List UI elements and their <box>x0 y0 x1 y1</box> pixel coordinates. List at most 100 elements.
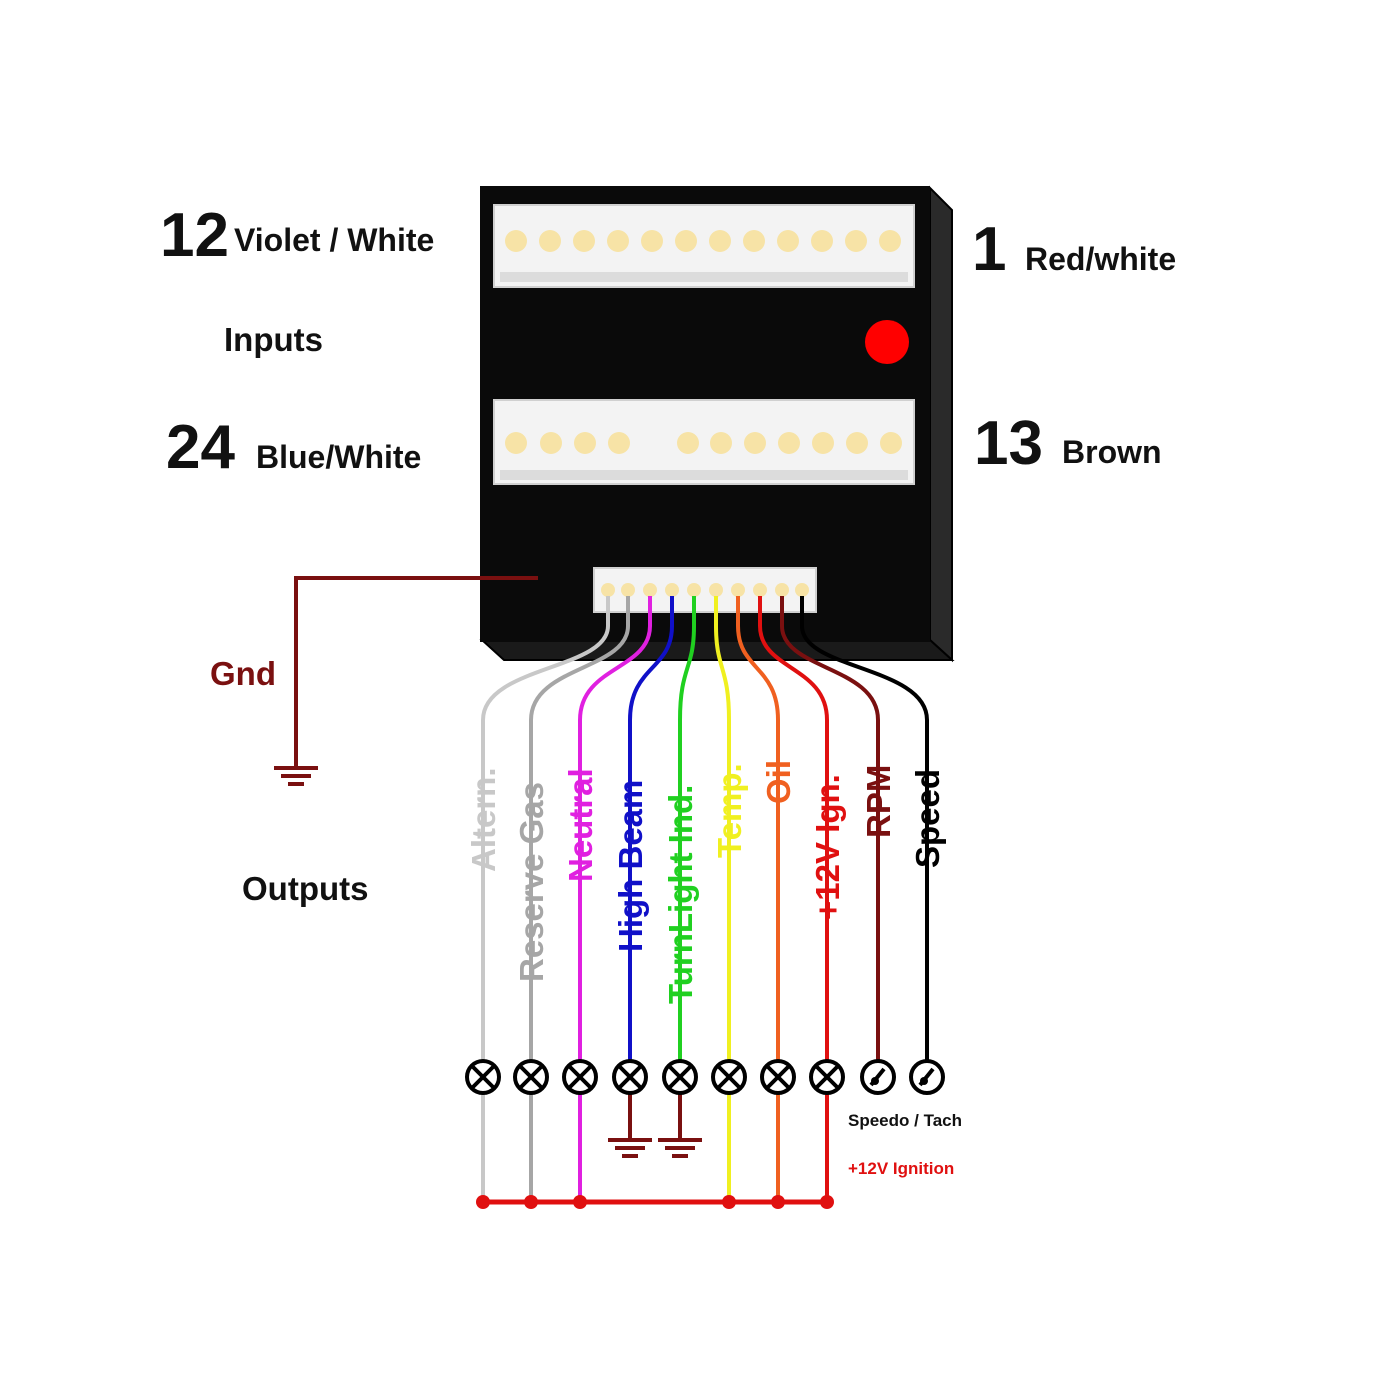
connector-pin <box>641 230 663 252</box>
output-pin <box>643 583 657 597</box>
gauge-terminal-icon <box>860 1059 896 1095</box>
output-wire <box>758 596 829 1063</box>
pin-13-number: 13 <box>974 409 1043 478</box>
connector-pin <box>743 230 765 252</box>
output-label: Oil <box>760 760 797 804</box>
connector-pin <box>505 432 527 454</box>
output-label: TurnLight Ind. <box>662 785 699 1004</box>
connector-pin <box>846 432 868 454</box>
output-terminals <box>465 1059 945 1095</box>
gnd-label: Gnd <box>210 655 276 692</box>
connector-pin <box>777 230 799 252</box>
output-connector-pins <box>601 583 809 597</box>
bus-junction <box>573 1195 587 1209</box>
output-pin <box>731 583 745 597</box>
bus-junction <box>722 1195 736 1209</box>
bus-junction <box>524 1195 538 1209</box>
output-label: Temp. <box>711 763 748 858</box>
ground-symbol-main <box>274 766 318 786</box>
lamp-terminal-icon <box>809 1059 845 1095</box>
output-pin <box>795 583 809 597</box>
output-label: +12V Ign. <box>809 774 846 920</box>
ignition-note: +12V Ignition <box>848 1159 954 1178</box>
bus-junction <box>771 1195 785 1209</box>
connector-pin <box>811 230 833 252</box>
pin-12-number: 12 <box>160 201 229 270</box>
pin-1-color: Red/white <box>1025 241 1176 277</box>
ground-wire <box>294 576 538 766</box>
control-module <box>479 185 955 663</box>
output-label: Speed <box>909 769 946 868</box>
output-wire <box>578 596 652 1063</box>
connector-pin <box>710 432 732 454</box>
pin-12-color: Violet / White <box>234 222 434 258</box>
connector-pin <box>880 432 902 454</box>
pin-1-number: 1 <box>972 215 1006 284</box>
lamp-terminal-icon <box>513 1059 549 1095</box>
outputs-label: Outputs <box>242 870 368 907</box>
bottom-connector-lip <box>500 470 908 480</box>
connector-pin <box>608 432 630 454</box>
connector-pin <box>744 432 766 454</box>
connector-pin <box>709 230 731 252</box>
top-connector-lip <box>500 272 908 282</box>
connector-pin <box>845 230 867 252</box>
output-wire <box>714 596 731 1063</box>
connector-pin <box>573 230 595 252</box>
output-pin <box>753 583 767 597</box>
connector-pin <box>574 432 596 454</box>
module-side-face <box>929 185 953 663</box>
pin-24-number: 24 <box>166 413 235 482</box>
inputs-label: Inputs <box>224 321 323 358</box>
output-wire <box>800 596 929 1063</box>
lamp-terminal-icon <box>760 1059 796 1095</box>
pin-13-color: Brown <box>1062 434 1162 470</box>
output-wire <box>678 596 696 1063</box>
lamp-terminal-icon <box>612 1059 648 1095</box>
speedo-tach-note: Speedo / Tach <box>848 1111 962 1130</box>
lamp-terminal-icon <box>711 1059 747 1095</box>
connector-pin <box>675 230 697 252</box>
connector-pin <box>539 230 561 252</box>
ignition-bus <box>476 1093 834 1209</box>
output-label: RPM <box>860 765 897 838</box>
lamp-terminal-icon <box>465 1059 501 1095</box>
bus-junction <box>820 1195 834 1209</box>
bottom-connector-pins <box>505 432 902 454</box>
pin-24-color: Blue/White <box>256 439 421 475</box>
connector-pin <box>778 432 800 454</box>
output-label: Neutral <box>562 768 599 882</box>
status-led <box>865 320 909 364</box>
output-pin <box>621 583 635 597</box>
bus-junction <box>476 1195 490 1209</box>
output-wire <box>736 596 780 1063</box>
gauge-terminal-icon <box>909 1059 945 1095</box>
connector-pin <box>677 432 699 454</box>
output-pin <box>601 583 615 597</box>
ground-icon <box>658 1138 702 1158</box>
ground-icon <box>608 1138 652 1158</box>
output-pin <box>665 583 679 597</box>
lamp-terminal-icon <box>562 1059 598 1095</box>
ground-icon <box>274 766 318 786</box>
output-pin <box>775 583 789 597</box>
connector-pin <box>505 230 527 252</box>
connector-pin <box>540 432 562 454</box>
output-pin <box>687 583 701 597</box>
terminal-grounds <box>608 1093 702 1158</box>
output-pin <box>709 583 723 597</box>
output-wire <box>780 596 880 1063</box>
output-label: Reserve Gas <box>513 782 550 982</box>
ground-connection <box>274 576 538 786</box>
connector-pin <box>607 230 629 252</box>
output-wire <box>481 596 610 1063</box>
top-connector-pins <box>505 230 901 252</box>
lamp-terminal-icon <box>662 1059 698 1095</box>
connector-pin <box>812 432 834 454</box>
output-wire <box>529 596 630 1063</box>
output-wire <box>628 596 674 1063</box>
connector-pin <box>879 230 901 252</box>
output-label: Altern. <box>465 767 502 872</box>
